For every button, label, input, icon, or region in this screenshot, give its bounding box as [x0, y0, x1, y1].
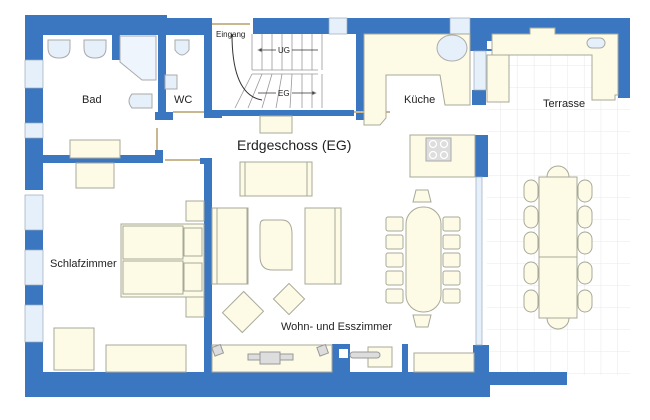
entry-mat	[259, 115, 293, 134]
room-label-wc: WC	[174, 94, 193, 106]
room-label-terrasse: Terrasse	[543, 98, 586, 110]
room-label-schlafzimmer: Schlafzimmer	[50, 258, 117, 270]
room-label-eingang: Eingang	[216, 30, 246, 39]
cooktop	[425, 137, 452, 162]
room-label-wohnen: Wohn- und Esszimmer	[281, 321, 393, 333]
dining-table	[385, 189, 461, 328]
room-label-kueche: Küche	[404, 94, 436, 106]
stairs-down-label: EG	[278, 89, 290, 98]
bedroom-furniture	[53, 162, 205, 373]
bathroom-fixtures	[47, 35, 190, 109]
tv-console	[211, 343, 381, 365]
terrace-sink	[586, 37, 606, 49]
terrace-counter-side	[486, 54, 510, 103]
bad-cabinet	[69, 139, 121, 159]
kitchen-sink	[436, 34, 468, 62]
terrace-counter	[491, 27, 619, 101]
room-label-bad: Bad	[82, 94, 102, 106]
plan-title: Erdgeschoss (EG)	[237, 137, 352, 153]
staircase	[231, 33, 323, 109]
windows	[24, 17, 487, 346]
terrace-table	[523, 165, 593, 330]
stairs-up-label: UG	[278, 46, 290, 55]
living-furniture	[211, 161, 475, 373]
